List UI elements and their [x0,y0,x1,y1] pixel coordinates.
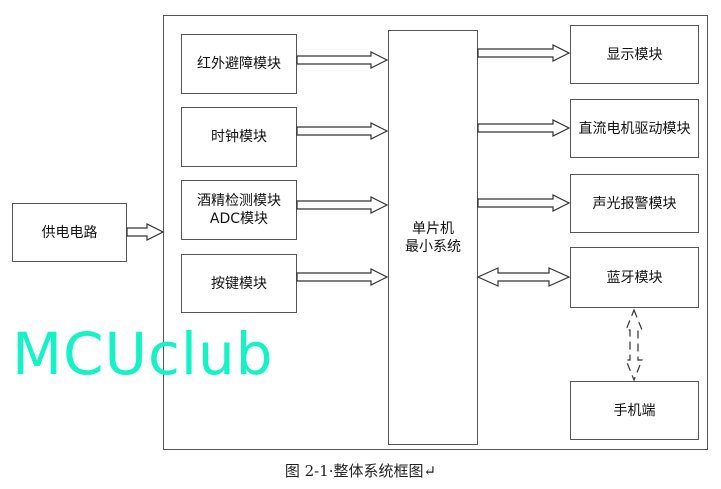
input-arrow-3 [296,268,389,286]
output-arrow-0 [477,44,571,62]
key-label: 按键模块 [211,275,267,292]
input-arrow-0 [296,51,389,69]
system-boundary [163,15,708,450]
wireless-link-arrow [625,308,643,382]
input-arrow-1 [296,122,389,140]
mcu-box: 单片机 最小系统 [388,30,478,445]
motor-module-box: 直流电机驱动模块 [570,99,699,158]
clock-module-box: 时钟模块 [181,107,297,167]
motor-label: 直流电机驱动模块 [578,120,691,137]
alarm-module-box: 声光报警模块 [570,174,699,233]
output-arrow-1 [477,119,571,137]
power-arrow [126,223,165,241]
clock-label: 时钟模块 [211,129,267,145]
alcohol-module-box: 酒精检测模块 ADC模块 [181,180,297,240]
phone-label: 手机端 [613,402,656,419]
power-label: 供电电路 [41,224,98,241]
alarm-label: 声光报警模块 [592,195,677,212]
bluetooth-label: 蓝牙模块 [606,269,663,286]
input-arrow-2 [296,196,389,214]
key-module-box: 按键模块 [181,254,297,313]
bluetooth-module-box: 蓝牙模块 [570,247,699,308]
watermark: MCUclub [12,320,274,388]
display-label: 显示模块 [606,46,663,63]
output-arrow-2 [477,194,571,212]
power-supply-box: 供电电路 [12,203,127,262]
display-module-box: 显示模块 [570,25,699,84]
infrared-label: 红外避障模块 [197,56,281,72]
bluetooth-bidirectional-arrow [476,267,571,287]
figure-caption: 图 2-1·整体系统框图↵ [284,462,437,480]
phone-box: 手机端 [570,381,699,440]
infrared-module-box: 红外避障模块 [181,34,297,94]
mcu-label: 单片机 最小系统 [405,220,461,255]
alcohol-label: 酒精检测模块 ADC模块 [197,193,281,227]
